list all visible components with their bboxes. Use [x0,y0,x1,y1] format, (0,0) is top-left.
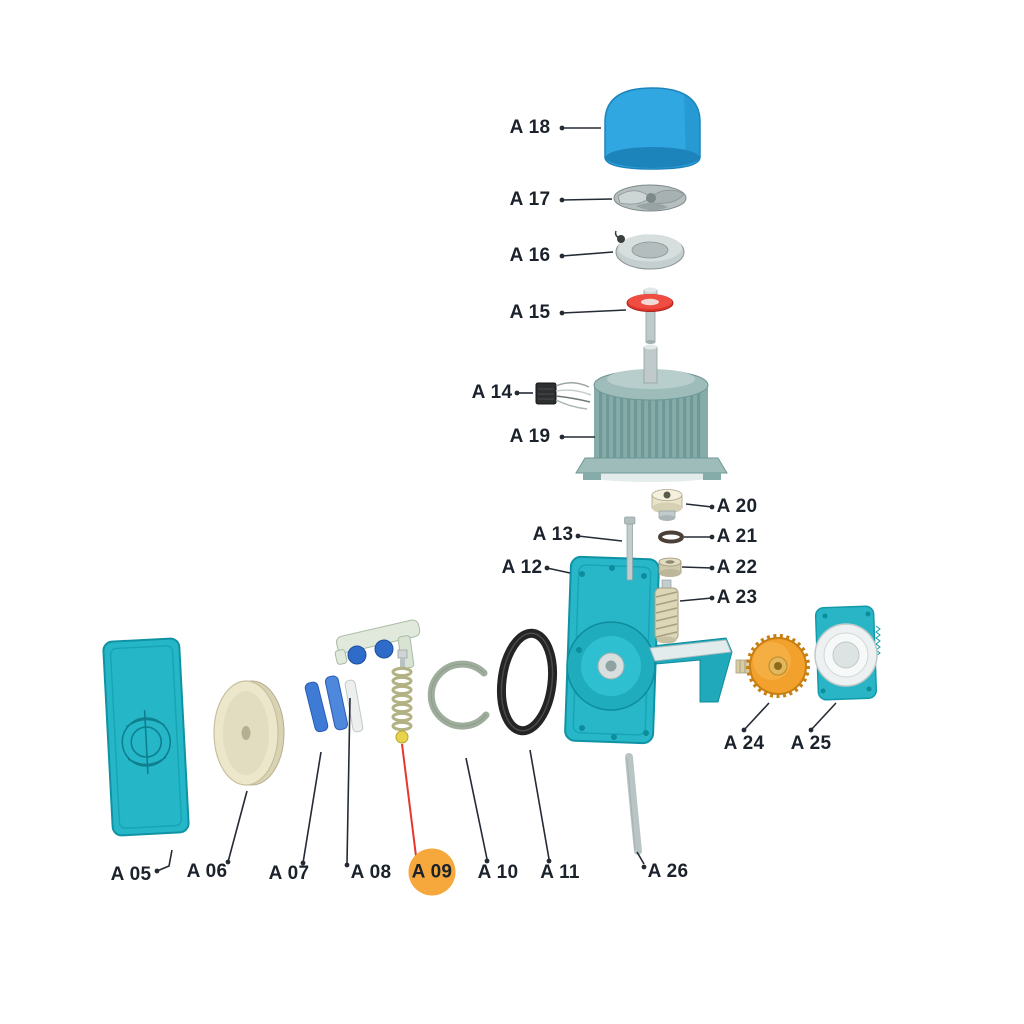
part-a17-fan-impeller [613,184,687,212]
part-label-a05[interactable]: A 05 [110,864,152,885]
part-a19-electric-motor [575,344,728,482]
part-label-a21[interactable]: A 21 [716,526,758,547]
part-a13-screw [624,516,636,581]
leader-a17 [559,197,613,203]
leader-a21 [684,534,715,540]
part-label-a13[interactable]: A 13 [532,524,574,545]
part-a18-fan-cover-cap [604,87,701,170]
part-label-a12[interactable]: A 12 [501,557,543,578]
leader-a15 [559,309,627,316]
leader-a19 [559,434,595,440]
part-label-a23[interactable]: A 23 [716,587,758,608]
part-label-a25[interactable]: A 25 [790,733,832,754]
part-label-a24[interactable]: A 24 [723,733,765,754]
leader-a07 [300,751,322,866]
part-label-a07[interactable]: A 07 [268,863,310,884]
leader-a16 [559,251,614,259]
part-label-a11[interactable]: A 11 [540,862,580,883]
part-label-a10[interactable]: A 10 [477,862,519,883]
leader-a23 [679,595,715,602]
part-a15-shaft-seal-ring [626,287,674,344]
part-a22-bushing [658,557,682,577]
part-a12-gearbox-housing [564,555,733,745]
part-label-a26[interactable]: A 26 [647,861,689,882]
part-label-a17[interactable]: A 17 [509,189,551,210]
leader-a06 [225,790,248,865]
part-label-a06[interactable]: A 06 [186,861,228,882]
part-label-a08[interactable]: A 08 [350,862,392,883]
leader-a18 [559,125,601,131]
leader-lines [154,125,837,874]
part-label-a09-highlighted[interactable]: A 09 [408,848,456,896]
leader-a08 [344,697,351,868]
part-a14-cable-connector [535,382,592,410]
leader-a24 [741,702,770,733]
part-a20-coupling [651,489,683,521]
part-label-a14[interactable]: A 14 [471,382,513,403]
leader-a09-highlight [401,743,417,857]
part-label-a18[interactable]: A 18 [509,117,551,138]
part-a05-cover-panel [102,637,190,837]
part-a25-output-flange [814,605,881,701]
leader-a20 [685,503,715,510]
part-label-a20[interactable]: A 20 [716,496,758,517]
leader-a26 [636,851,647,870]
part-a08-roller-bracket [334,619,421,669]
leader-a10 [465,757,490,864]
part-a10-snap-ring [427,660,490,730]
leader-a22 [681,565,715,571]
part-a23-worm-screw [654,579,679,644]
part-a26-shaft-rod [625,753,642,855]
leader-a14 [514,390,533,396]
part-a16-bearing-cover [614,230,685,270]
part-a11-gasket-ring [496,628,558,736]
part-a09-spring-with-screw [391,649,413,744]
part-label-a19[interactable]: A 19 [509,426,551,447]
leader-a11 [529,749,552,864]
leader-a13 [575,533,623,542]
part-label-a22[interactable]: A 22 [716,557,758,578]
part-label-a16[interactable]: A 16 [509,245,551,266]
part-a21-o-ring [658,530,684,544]
part-a07-brake-pads [304,675,364,733]
part-a24-output-gear [735,634,810,698]
leader-a25 [808,702,837,733]
leader-a12 [544,565,571,574]
leader-a05 [154,849,173,874]
part-label-a15[interactable]: A 15 [509,302,551,323]
part-a06-drive-disc [213,680,285,786]
